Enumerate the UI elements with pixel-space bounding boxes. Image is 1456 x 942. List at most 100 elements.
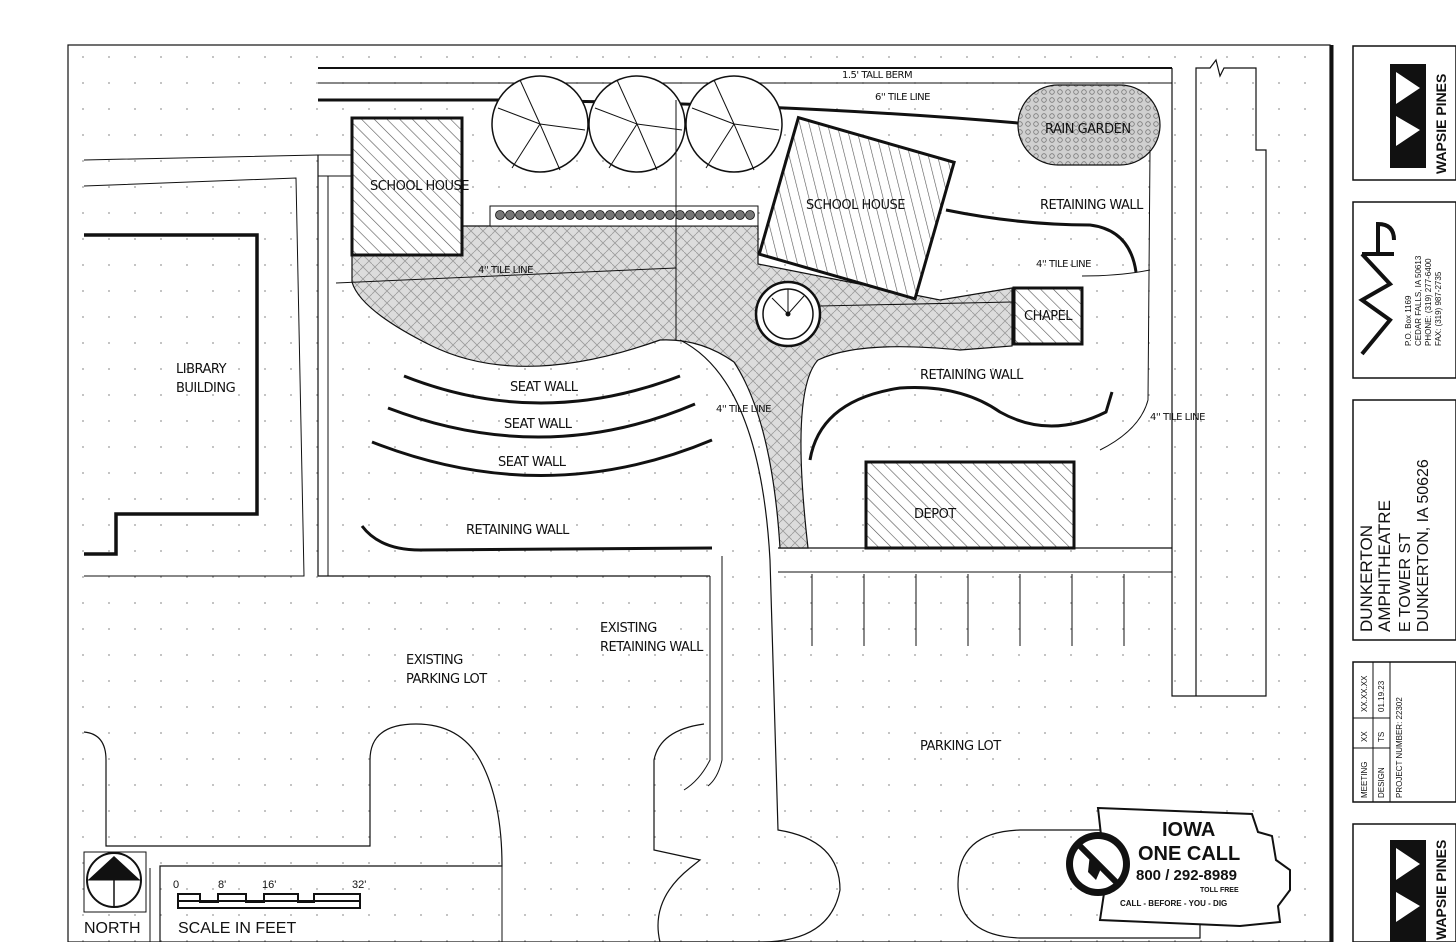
parking-island [957,829,1201,939]
title-block: WAPSIE PINES P.O. Box 1169 CEDAR FALLS, … [1352,45,1456,942]
seat-wall-1 [403,374,681,405]
one-call-toll-free: TOLL FREE [1200,887,1239,894]
one-call-tagline: CALL - BEFORE - YOU - DIG [1120,899,1227,908]
tile-line-west-label: 4'' TILE LINE [478,265,533,276]
walkway [653,100,841,942]
shrub [545,210,555,220]
design-label: DESIGN [1377,767,1386,798]
seat-wall-1-label: SEAT WALL [510,380,579,395]
company-name-1: WAPSIE PINES [1433,74,1449,174]
shrub [515,210,525,220]
project-name-2: AMPHITHEATRE [1375,500,1394,632]
north-label: NORTH [84,920,141,937]
site-boundary [83,154,1172,577]
tile-line-far-east-label: 4'' TILE LINE [1150,412,1205,423]
tile-line-west [335,267,677,284]
company-name-2: WAPSIE PINES [1433,840,1449,940]
one-call-line1: IOWA [1162,819,1215,841]
retaining-wall-north-label: RETAINING WALL [1040,198,1144,213]
scale-tick-8: 8' [218,879,226,891]
scale-bar [177,893,361,909]
shrub [615,210,625,220]
drawing-frame [67,44,1334,942]
tile-line-center-label: 4'' TILE LINE [716,404,771,415]
tile-line-chapel [819,301,1013,307]
berm-label: 1.5' TALL BERM [842,70,912,81]
seat-wall-2 [387,402,696,439]
tree [685,75,783,173]
existing-parking-label-2: PARKING LOT [406,672,487,687]
library-label-1: LIBRARY [176,362,227,377]
depot [864,460,1076,550]
depot-label: DEPOT [914,507,956,522]
project-name-1: DUNKERTON [1357,525,1376,632]
shrub [735,210,745,220]
meeting-date: XX.XX.XX [1360,675,1369,712]
po-box: P.O. Box 1169 [1404,295,1413,346]
school-house-1 [350,116,464,257]
one-call-line2: ONE CALL [1138,843,1240,865]
parking-lot-label: PARKING LOT [920,739,1001,754]
shrub [695,210,705,220]
shrub [575,210,585,220]
project-number: PROJECT NUMBER: 22302 [1395,697,1404,798]
shrub [665,210,675,220]
shrub-row [495,210,755,220]
wapsie-pines-logo [1390,840,1426,942]
project-city: DUNKERTON, IA 50626 [1415,459,1432,632]
seat-wall-3 [371,438,713,477]
existing-retaining-label-1: EXISTING [600,621,657,636]
shrub [655,210,665,220]
scale-tick-32: 32' [352,879,366,891]
vp-monogram [1358,221,1396,356]
retaining-wall-south-label: RETAINING WALL [466,523,570,538]
existing-retaining-label-2: RETAINING WALL [600,640,704,655]
shrub [535,210,545,220]
shrub [715,210,725,220]
shrub [725,210,735,220]
shrub [705,210,715,220]
shrub [745,210,755,220]
chapel [1012,286,1084,346]
library-building [84,233,259,556]
fax-line: FAX: (319) 987-2735 [1434,271,1443,346]
city-line: CEDAR FALLS, IA 50613 [1414,255,1423,346]
shrub [625,210,635,220]
shrub [525,210,535,220]
shrub [675,210,685,220]
design-date: 01.19.23 [1377,680,1386,712]
shrub [635,210,645,220]
tile-line-far-east [1099,149,1151,451]
rain-garden-label: RAIN GARDEN [1045,122,1131,137]
library-label-2: BUILDING [176,381,235,396]
shrub [495,210,505,220]
school-house-2 [757,115,956,301]
shrub [685,210,695,220]
meeting-by: XX [1360,731,1369,742]
shrub [605,210,615,220]
retaining-wall-south [360,525,713,552]
phone-line: PHONE: (319) 277-6400 [1424,258,1433,346]
scale-tick-0: 0 [173,879,179,891]
east-sidewalk [1171,58,1267,697]
wapsie-pines-logo [1390,64,1426,168]
existing-parking-lot [83,723,503,942]
seat-wall-3-label: SEAT WALL [498,455,567,470]
existing-parking-label-1: EXISTING [406,653,463,668]
retaining-wall-east-label: RETAINING WALL [920,368,1024,383]
tile-line-6-label: 6'' TILE LINE [875,92,930,103]
shrub [555,210,565,220]
central-feature [754,280,822,348]
shrub [565,210,575,220]
one-call-phone: 800 / 292-8989 [1136,867,1237,884]
shrub [585,210,595,220]
meeting-label: MEETING [1360,762,1369,798]
retaining-wall-north [945,208,1138,273]
tree [588,75,686,173]
north-arrow-icon [88,856,140,880]
design-by: TS [1377,732,1386,742]
tile-line-east-label: 4'' TILE LINE [1036,259,1091,270]
trees [491,75,783,173]
north-arrow [83,851,147,913]
